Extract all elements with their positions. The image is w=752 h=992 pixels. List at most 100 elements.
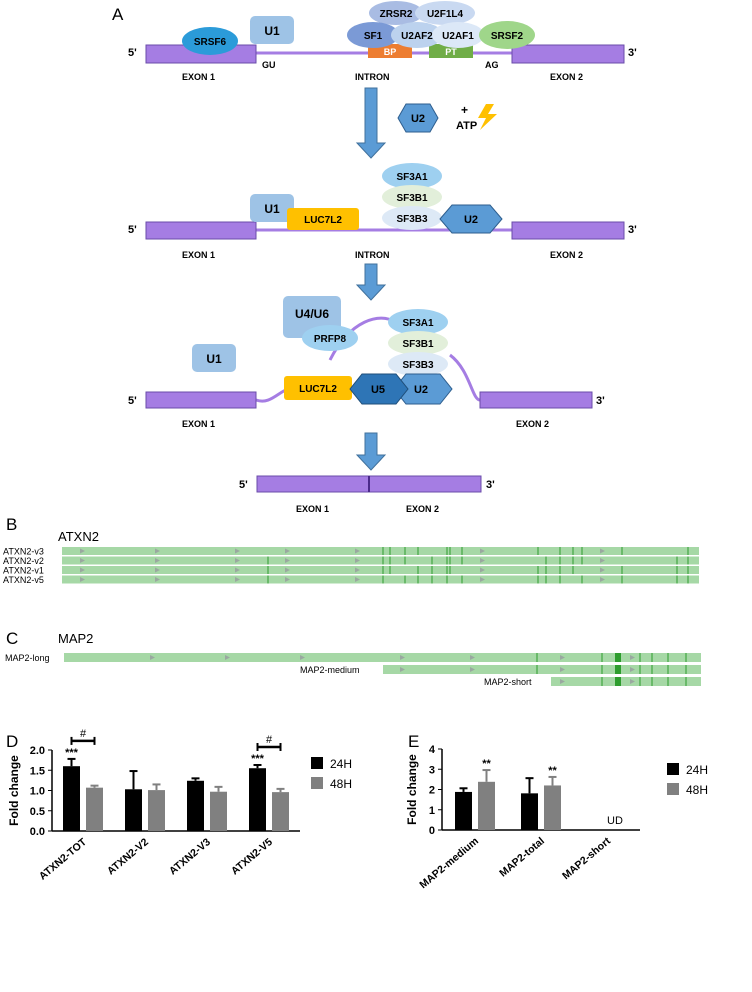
prfp8-ellipse [302, 325, 358, 351]
bar-48h-atxn2-v2 [148, 790, 165, 831]
legend-label: 48H [330, 777, 352, 791]
strand-arrow [400, 667, 405, 672]
panel-d-letter: D [6, 732, 18, 751]
u2-label-3: U2 [414, 384, 428, 396]
strand-arrow [630, 655, 635, 660]
sf3b1-ellipse-3 [388, 331, 448, 355]
panel-a-splicing-diagram: A 5' 3' EXON 1 EXON 2 GU AG INTRON BP PT… [112, 1, 637, 514]
exon2-box-3 [479, 391, 593, 409]
u2-hexagon-2 [439, 204, 503, 234]
panel-c-letter: C [6, 629, 18, 648]
u1-label: U1 [264, 24, 280, 38]
sf3b3-label-2: SF3B3 [396, 214, 428, 225]
strand-arrow [470, 655, 475, 660]
exon1-label: EXON 1 [182, 72, 215, 82]
sf3b1-label-2: SF3B1 [396, 193, 428, 204]
u2-hexagon [397, 103, 439, 133]
x-tick-label: ATXN2-V2 [105, 836, 151, 877]
strand-arrow [560, 655, 565, 660]
significance-hash: # [80, 728, 87, 740]
u4u6-label: U4/U6 [295, 307, 329, 321]
panel-b-letter: B [6, 515, 17, 534]
exon1-box-4 [256, 475, 370, 493]
atp-label: ATP [456, 120, 477, 132]
strand-arrow [235, 577, 240, 582]
u2-label-2: U2 [464, 214, 478, 226]
legend-label: 48H [686, 783, 708, 797]
sf3b3-ellipse-3 [388, 352, 448, 376]
zrsr2-ellipse [369, 1, 423, 25]
exon2-label-4: EXON 2 [406, 504, 439, 514]
sf1-label: SF1 [364, 31, 383, 42]
atxn2-row-label: ATXN2-v5 [3, 575, 44, 585]
strand-arrow [630, 679, 635, 684]
strand-arrow [480, 558, 485, 563]
panel-b-gene: ATXN2 [58, 529, 99, 544]
five-prime-label-4: 5' [239, 479, 248, 491]
y-tick-label: 1.5 [30, 765, 45, 777]
u5-hexagon [349, 373, 409, 405]
strand-arrow [235, 567, 240, 573]
luc7l2-label-2: LUC7L2 [304, 215, 342, 226]
exon2-box-2 [511, 221, 625, 240]
strand-arrow [150, 655, 155, 660]
exon1-label-2: EXON 1 [182, 250, 215, 260]
strand-arrow [560, 679, 565, 684]
strand-arrow [155, 548, 160, 554]
y-tick-label: 3 [429, 764, 435, 776]
u5-label: U5 [371, 384, 385, 396]
sf3b3-ellipse-2 [382, 206, 442, 230]
panel-e-letter: E [408, 732, 419, 751]
u2f1l4-label: U2F1L4 [427, 9, 464, 20]
legend-swatch [311, 777, 323, 789]
x-tick-label: ATXN2-V5 [229, 836, 275, 877]
map2-row-label: MAP2-short [484, 677, 532, 687]
atxn2-row-label: ATXN2-v2 [3, 556, 44, 566]
bar-48h-map2-medium [478, 781, 495, 830]
strand-arrow [235, 558, 240, 563]
map2-track-bar [64, 653, 701, 662]
luc7l2-box-3 [284, 376, 352, 400]
atxn2-track-bar [62, 566, 699, 574]
srsf6-ellipse [182, 27, 238, 55]
strand-arrow [560, 667, 565, 672]
y-tick-label: 2.0 [30, 745, 45, 757]
bar-24h-atxn2-tot [63, 766, 80, 831]
legend-swatch [667, 763, 679, 775]
down-arrow-1 [355, 87, 387, 159]
u2af2-label: U2AF2 [401, 31, 433, 42]
exon2-box-4 [368, 475, 482, 493]
u2-hexagon-label: U2 [411, 113, 425, 125]
bar-24h-atxn2-v3 [187, 780, 204, 831]
undetected-label: UD [607, 815, 623, 827]
five-prime-label: 5' [128, 47, 137, 59]
strand-arrow [600, 567, 605, 573]
stage3-complex: 5' 3' EXON 1 EXON 2 U4/U6 PRFP8 U1 SF3A1… [128, 296, 605, 429]
stage2-complex: 5' 3' EXON 1 EXON 2 INTRON U1 LUC7L2 SF3… [128, 163, 637, 260]
intron-label: INTRON [355, 72, 390, 82]
legend-label: 24H [686, 763, 708, 777]
atxn2-track-bar [62, 556, 699, 565]
map2-track-bar [383, 665, 701, 674]
three-prime-label-3: 3' [596, 395, 605, 407]
five-prime-label-2: 5' [128, 224, 137, 236]
y-axis-label: Fold change [405, 754, 419, 825]
bar-24h-atxn2-v2 [125, 789, 142, 831]
sf3a1-ellipse-2 [382, 163, 442, 189]
y-tick-label: 2 [429, 785, 435, 797]
ag-label: AG [485, 60, 499, 70]
atxn2-track-bar [62, 547, 699, 555]
u1-label-3: U1 [206, 352, 222, 366]
strand-arrow [600, 577, 605, 582]
x-tick-label: MAP2-total [497, 835, 547, 879]
sf1-ellipse [347, 22, 399, 48]
y-tick-label: 4 [429, 744, 436, 756]
strand-arrow [300, 655, 305, 660]
y-tick-label: 0 [429, 825, 435, 837]
x-tick-label: MAP2-medium [417, 835, 481, 891]
stage1-pre-mrna: 5' 3' EXON 1 EXON 2 GU AG INTRON BP PT S… [128, 1, 637, 82]
significance-stars: *** [65, 747, 79, 759]
legend-swatch [311, 757, 323, 769]
